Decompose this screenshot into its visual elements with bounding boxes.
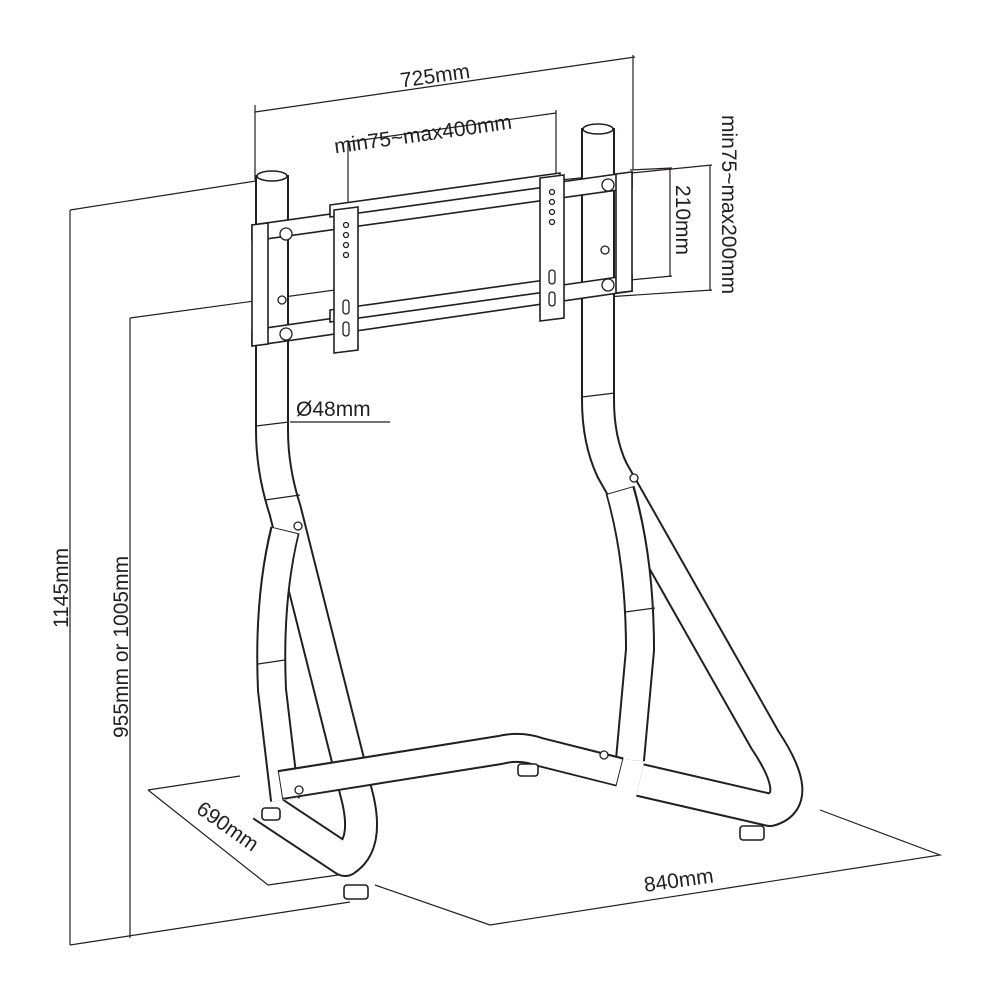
vesa-vertical-label: min75~max200mm xyxy=(717,115,740,294)
base-crossbar xyxy=(277,732,624,800)
mount-height-label: 955mm or 1005mm xyxy=(110,556,133,738)
tube-diameter-label: Ø48mm xyxy=(296,398,371,421)
bracket-height-label: 210mm xyxy=(671,185,694,255)
left-brace xyxy=(256,526,300,802)
vesa-horizontal-label: min75~max400mm xyxy=(333,111,514,159)
base-depth-label: 690mm xyxy=(192,797,263,856)
right-upright xyxy=(581,123,804,827)
bolts xyxy=(293,473,639,795)
total-height-label: 1145mm xyxy=(50,548,73,628)
feet xyxy=(261,763,765,900)
vesa-arm-right xyxy=(539,174,565,322)
overall-width-label: 725mm xyxy=(399,60,472,93)
left-upright xyxy=(252,170,378,877)
floor-outline xyxy=(147,775,943,926)
right-brace xyxy=(605,485,656,762)
vesa-arm-left xyxy=(333,206,359,354)
